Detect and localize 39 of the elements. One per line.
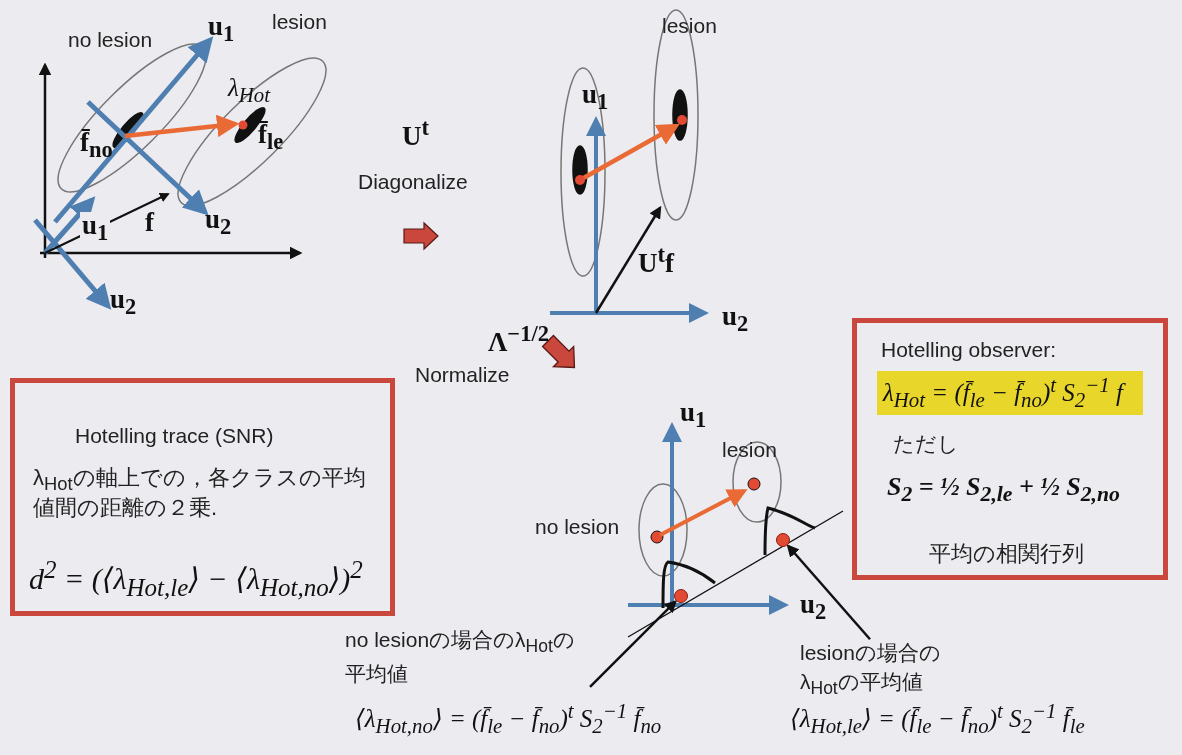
highlighted-formula: λ$_{Hot}$ = (f̄$_{le}$ − f̄$_{no}$)$^{t}$ S$_{2}$$^{−1}$ f [877, 371, 1143, 416]
description: 平均の相関行列 [929, 541, 1085, 568]
step-label: Diagonalize [358, 170, 468, 194]
class-label: lesion [722, 438, 777, 462]
vector-label: u$_{2}$ [205, 205, 232, 241]
heading: Hotelling observer: [881, 337, 1057, 363]
step-label: Normalize [415, 363, 510, 387]
vector-label: U$^{t}$f [638, 243, 674, 279]
mean-dot [674, 589, 688, 603]
vector-label: u$_{1}$ [680, 398, 707, 434]
class-label: lesion [272, 10, 327, 34]
leader-line [589, 599, 678, 688]
info-box [10, 378, 395, 616]
class-label: no lesion [68, 28, 153, 52]
formula: ⟨λ$_{Hot,no}$⟩ = (f̄$_{le}$ − f̄$_{no}$)$^{t}$ S$_{2}$$^{−1}$ f̄$_{no}$ [355, 700, 662, 739]
class-label: no lesion [535, 515, 620, 539]
formula: S$_{2}$ = ½ S$_{2,le}$ + ½ S$_{2,no}$ [887, 471, 1120, 508]
vector-label: f̄$_{no}$ [80, 128, 113, 164]
variable-label: λ$_{Hot}$ [228, 74, 271, 107]
annotation: lesionの場合のλ$_{Hot}$の平均値 [800, 638, 975, 702]
vector-label: u$_{2}$ [800, 590, 827, 626]
vector-label: u$_{1}$ [582, 80, 609, 116]
heading: Hotelling trace (SNR) [75, 423, 274, 449]
vector-label: f̄$_{le}$ [258, 120, 284, 156]
vector-label: f [145, 208, 154, 238]
class-label: lesion [662, 14, 717, 38]
transform-label: U$^{t}$ [402, 116, 429, 152]
info-box [852, 318, 1168, 580]
vector-label: u$_{2}$ [110, 285, 137, 321]
leader-line [786, 544, 871, 641]
mean-dot [776, 533, 790, 547]
annotation: no lesionの場合のλ$_{Hot}$の平均値 [345, 625, 595, 689]
formula: ⟨λ$_{Hot,le}$⟩ = (f̄$_{le}$ − f̄$_{no}$)$^{t}$ S$_{2}$$^{−1}$ f̄$_{le}$ [790, 700, 1085, 739]
transform-label: Λ$^{−1/2}$ [488, 322, 549, 358]
description: λ$_{Hot}$の軸上での，各クラスの平均値間の距離の２乗. [33, 465, 367, 522]
vector-label: u$_{1}$ [208, 12, 235, 48]
vector-label: u$_{2}$ [722, 302, 749, 338]
formula: d$^{2}$ = (⟨λ$_{Hot,le}$⟩ − ⟨λ$_{Hot,no}$⟩)$^{2}$ [29, 555, 363, 603]
note: ただし [893, 431, 959, 457]
